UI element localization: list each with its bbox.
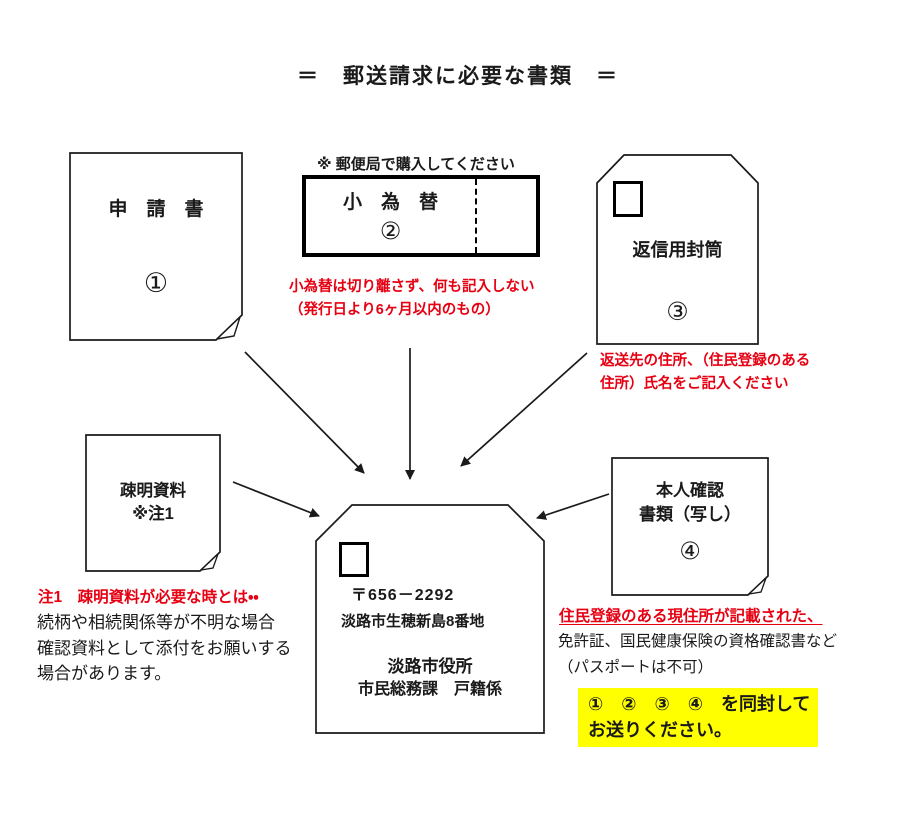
paper-shape (611, 457, 769, 596)
stamp-box (339, 542, 369, 577)
return-envelope-number: ③ (666, 298, 689, 326)
identity-caption-red: 住民登録のある現住所が記載された、 (559, 608, 823, 625)
evidence-label-line1: 疎明資料 (120, 482, 186, 500)
destination-envelope: 〒656－2292 淡路市生穂新島8番地 淡路市役所 市民総務課 戸籍係 (315, 504, 545, 734)
enclosure-note-line1: ① ② ③ ④ を同封して (588, 694, 811, 714)
money-order-caption-line2: （発行日より6ヶ月以内のもの） (289, 302, 500, 318)
evidence-note-line2: 確認資料として添付をお願いする (37, 638, 292, 658)
identity-caption-line2: （パスポートは不可） (558, 659, 714, 676)
return-envelope-caption: 返送先の住所、（住民登録のある 住所）氏名をご記入ください (600, 350, 810, 396)
envelope-shape (315, 504, 545, 734)
enclosure-note-line2: お送りください。 (588, 720, 732, 740)
evidence-label-line2: ※注1 (132, 505, 174, 523)
identity-document-label: 本人確認 書類（写し） (611, 479, 769, 527)
identity-label-line2: 書類（写し） (639, 505, 741, 524)
paper-shape (69, 152, 243, 341)
identity-label-line1: 本人確認 (656, 481, 724, 500)
money-order-caption-line1: 小為替は切り離さず、何も記入しない (289, 279, 535, 295)
paper-shape (85, 434, 221, 572)
evidence-document-label: 疎明資料 ※注1 (85, 480, 221, 526)
return-envelope-card: 返信用封筒 ③ (596, 154, 759, 345)
identity-document-card: 本人確認 書類（写し） ④ (611, 457, 769, 597)
money-order-box: 小 為 替 ② (302, 175, 540, 257)
page-title: ＝ 郵送請求に必要な書類 ＝ (297, 65, 619, 88)
arrow-application-to-envelope (244, 351, 365, 474)
application-form-card: 申 請 書 ① (69, 152, 243, 342)
money-order-perforation-line (475, 179, 477, 253)
stamp-box (613, 181, 643, 217)
evidence-document-card: 疎明資料 ※注1 (85, 434, 221, 573)
return-envelope-caption-line1: 返送先の住所、（住民登録のある (600, 353, 811, 369)
arrow-identity-to-envelope (536, 493, 610, 520)
arrow-evidence-to-envelope (232, 481, 320, 518)
application-form-number: ① (143, 268, 169, 298)
return-envelope-caption-line2: 住所）氏名をご記入ください (600, 376, 789, 392)
return-envelope-label: 返信用封筒 (632, 240, 723, 260)
money-order-caption: 小為替は切り離さず、何も記入しない （発行日より6ヶ月以内のもの） (289, 276, 534, 322)
evidence-note-body: 続柄や相続関係等が不明な場合 確認資料として添付をお願いする 場合があります。 (37, 610, 292, 687)
evidence-note-heading: 注1 疎明資料が必要な時とは・・ (38, 589, 259, 606)
application-form-label: 申 請 書 (108, 199, 204, 220)
money-order-number: ② (379, 218, 402, 245)
arrow-return-envelope-to-envelope (460, 352, 588, 467)
identity-document-number: ④ (679, 538, 701, 565)
identity-caption-line1: 免許証、国民健康保険の資格確認書など (558, 633, 838, 650)
enclosure-highlight: ① ② ③ ④ を同封して お送りください。 (578, 688, 819, 747)
identity-caption-body: 免許証、国民健康保険の資格確認書など （パスポートは不可） (558, 629, 837, 681)
destination-address: 淡路市生穂新島8番地 (341, 613, 485, 630)
destination-office: 淡路市役所 (387, 657, 473, 676)
money-order-purchase-note: ※ 郵便局で購入してください (317, 156, 515, 173)
evidence-note-line3: 場合があります。 (37, 664, 172, 683)
money-order-label: 小 為 替 (342, 192, 438, 213)
destination-section: 市民総務課 戸籍係 (357, 681, 502, 698)
evidence-note-line1: 続柄や相続関係等が不明な場合 (37, 613, 275, 632)
destination-postal-code: 〒656－2292 (351, 587, 455, 604)
